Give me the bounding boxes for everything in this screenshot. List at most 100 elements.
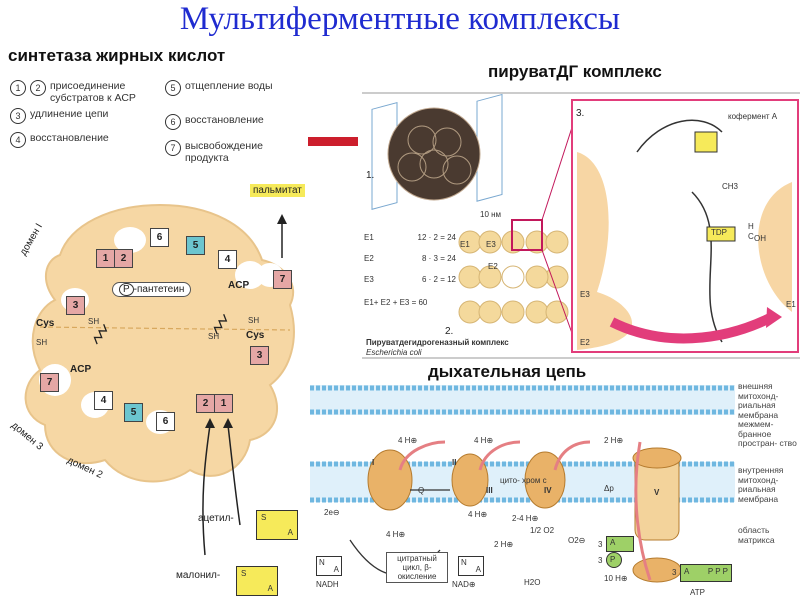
stoich-sum: E1+ E2 + E3 = 60 xyxy=(364,298,428,307)
proton-arrow xyxy=(553,440,591,471)
phosphate-circle: P xyxy=(119,283,134,296)
sh-label: SH xyxy=(36,338,48,347)
legend-item-4: 4 восстановление xyxy=(10,132,160,148)
nadh-a: A xyxy=(333,565,339,574)
acetyl-label: ацетил- xyxy=(198,513,234,524)
intermembrane-label: межмем- бранное простран- ство xyxy=(738,419,797,448)
proton-arrow xyxy=(478,440,521,471)
stoich-name: E3 xyxy=(364,275,374,284)
nadh-icon: N A xyxy=(316,556,342,576)
sphere-subunit xyxy=(442,155,472,185)
domain-divider xyxy=(39,326,291,331)
tdp-box xyxy=(706,226,736,242)
step-7-marker: 7 xyxy=(273,270,292,289)
outer-membrane-label: внешняя митохонд- риальная мембрана xyxy=(738,381,779,420)
sphere-subunit xyxy=(419,149,449,179)
step-2-marker: 2 xyxy=(114,249,133,268)
malonyl-s: S xyxy=(241,569,247,578)
legend-number: 4 xyxy=(10,132,26,148)
e2-label: E2 xyxy=(488,262,498,271)
atp-label: ATP xyxy=(690,588,705,597)
pantetein-bubble: P-пантетеин xyxy=(112,282,192,297)
acp-chain xyxy=(213,314,228,335)
fas-legend-right: 5 отщепление воды 6 восстановление 7 выс… xyxy=(165,80,305,164)
ch3-label: CH3 xyxy=(722,182,739,191)
step-7-marker-left: 7 xyxy=(40,373,59,392)
legend-text: восстановление xyxy=(185,114,264,126)
legend-text: удлинение цепи xyxy=(30,108,109,120)
sphere-subunit xyxy=(397,152,427,182)
h24-label: 2-4 H⊕ xyxy=(512,514,539,523)
acetyl-s: S xyxy=(261,513,267,522)
resp-heading: дыхательная цепь xyxy=(428,362,587,381)
coa-arrow xyxy=(636,119,723,153)
pdh-sphere xyxy=(387,107,481,201)
cys-label-left: Cys xyxy=(36,318,55,329)
zoom-box xyxy=(511,219,543,251)
adp-count: 3 xyxy=(598,540,603,549)
legend-number: 6 xyxy=(165,114,181,130)
e3-region xyxy=(577,152,633,350)
cys-label-right: Cys xyxy=(246,330,265,341)
adp-icon: A xyxy=(606,536,634,552)
lipoyl-arm xyxy=(691,191,723,343)
phosphate-icon: P xyxy=(606,552,622,568)
c-label: C xyxy=(748,232,754,241)
legend-text: присоединение субстратов к АСР xyxy=(50,80,136,104)
legend-number: 7 xyxy=(165,140,181,156)
sh-label: SH xyxy=(208,332,220,341)
legend-item-3: 3 удлинение цепи xyxy=(10,108,160,124)
electron-label: 2e⊖ xyxy=(324,508,340,517)
malonyl-label: малонил- xyxy=(176,570,221,581)
core-center xyxy=(501,265,525,289)
coenzyme-label: кофермент А xyxy=(728,112,778,121)
page-title: Мультиферментные комплексы xyxy=(179,1,621,37)
acp-chain xyxy=(93,324,108,345)
step-3-marker: 3 xyxy=(66,296,85,315)
nadh-label: NADH xyxy=(316,580,339,589)
e-subunit xyxy=(478,300,502,324)
adp-a: A xyxy=(610,538,616,547)
delta-p-label: Δp xyxy=(604,484,614,493)
coa-icon xyxy=(694,131,718,153)
sphere-subunit xyxy=(407,125,437,155)
stoich-calc: 8 · 3 = 24 xyxy=(421,254,456,263)
malonyl-a: A xyxy=(267,584,273,593)
h4-label-a: 4 H⊕ xyxy=(398,436,418,445)
legend-text: восстановление xyxy=(30,132,109,144)
pocket xyxy=(235,261,265,289)
step-5-marker-lower: 5 xyxy=(124,403,143,422)
e1-label: E1 xyxy=(460,240,470,249)
complex-iii-label: III xyxy=(486,486,493,495)
acetyl-a: A xyxy=(287,528,293,537)
malonyl-coa-icon: S A xyxy=(236,566,278,596)
plane-right xyxy=(476,93,503,202)
e-subunit xyxy=(501,300,525,324)
proton-arrow xyxy=(398,440,446,471)
h2o-label: H2O xyxy=(524,578,541,587)
e1-region xyxy=(758,182,792,312)
acetyl-coa-icon: S A xyxy=(256,510,298,540)
legend-number: 2 xyxy=(30,80,46,96)
pdh-organism: Escherichia coli xyxy=(366,348,422,357)
palmitate-label: пальмитат xyxy=(250,184,305,197)
resp-diagram xyxy=(310,385,735,583)
step-4-marker-lower: 4 xyxy=(94,391,113,410)
fas-heading: синтетаза жирных кислот xyxy=(8,46,226,65)
phosphate-p: P xyxy=(610,555,616,564)
pdh-label-3: 3. xyxy=(576,108,585,119)
step-6-marker-lower: 6 xyxy=(156,412,175,431)
nad-n: N xyxy=(461,558,467,567)
red-dash-separator xyxy=(308,137,358,146)
complex-v-label: V xyxy=(654,488,660,497)
complex-i-label: I xyxy=(372,458,375,467)
step-5-marker: 5 xyxy=(186,236,205,255)
oh-label: OH xyxy=(754,234,766,243)
nad-icon: N A xyxy=(458,556,484,576)
e-subunit xyxy=(525,300,549,324)
complex-iv-label: IV xyxy=(544,486,552,495)
